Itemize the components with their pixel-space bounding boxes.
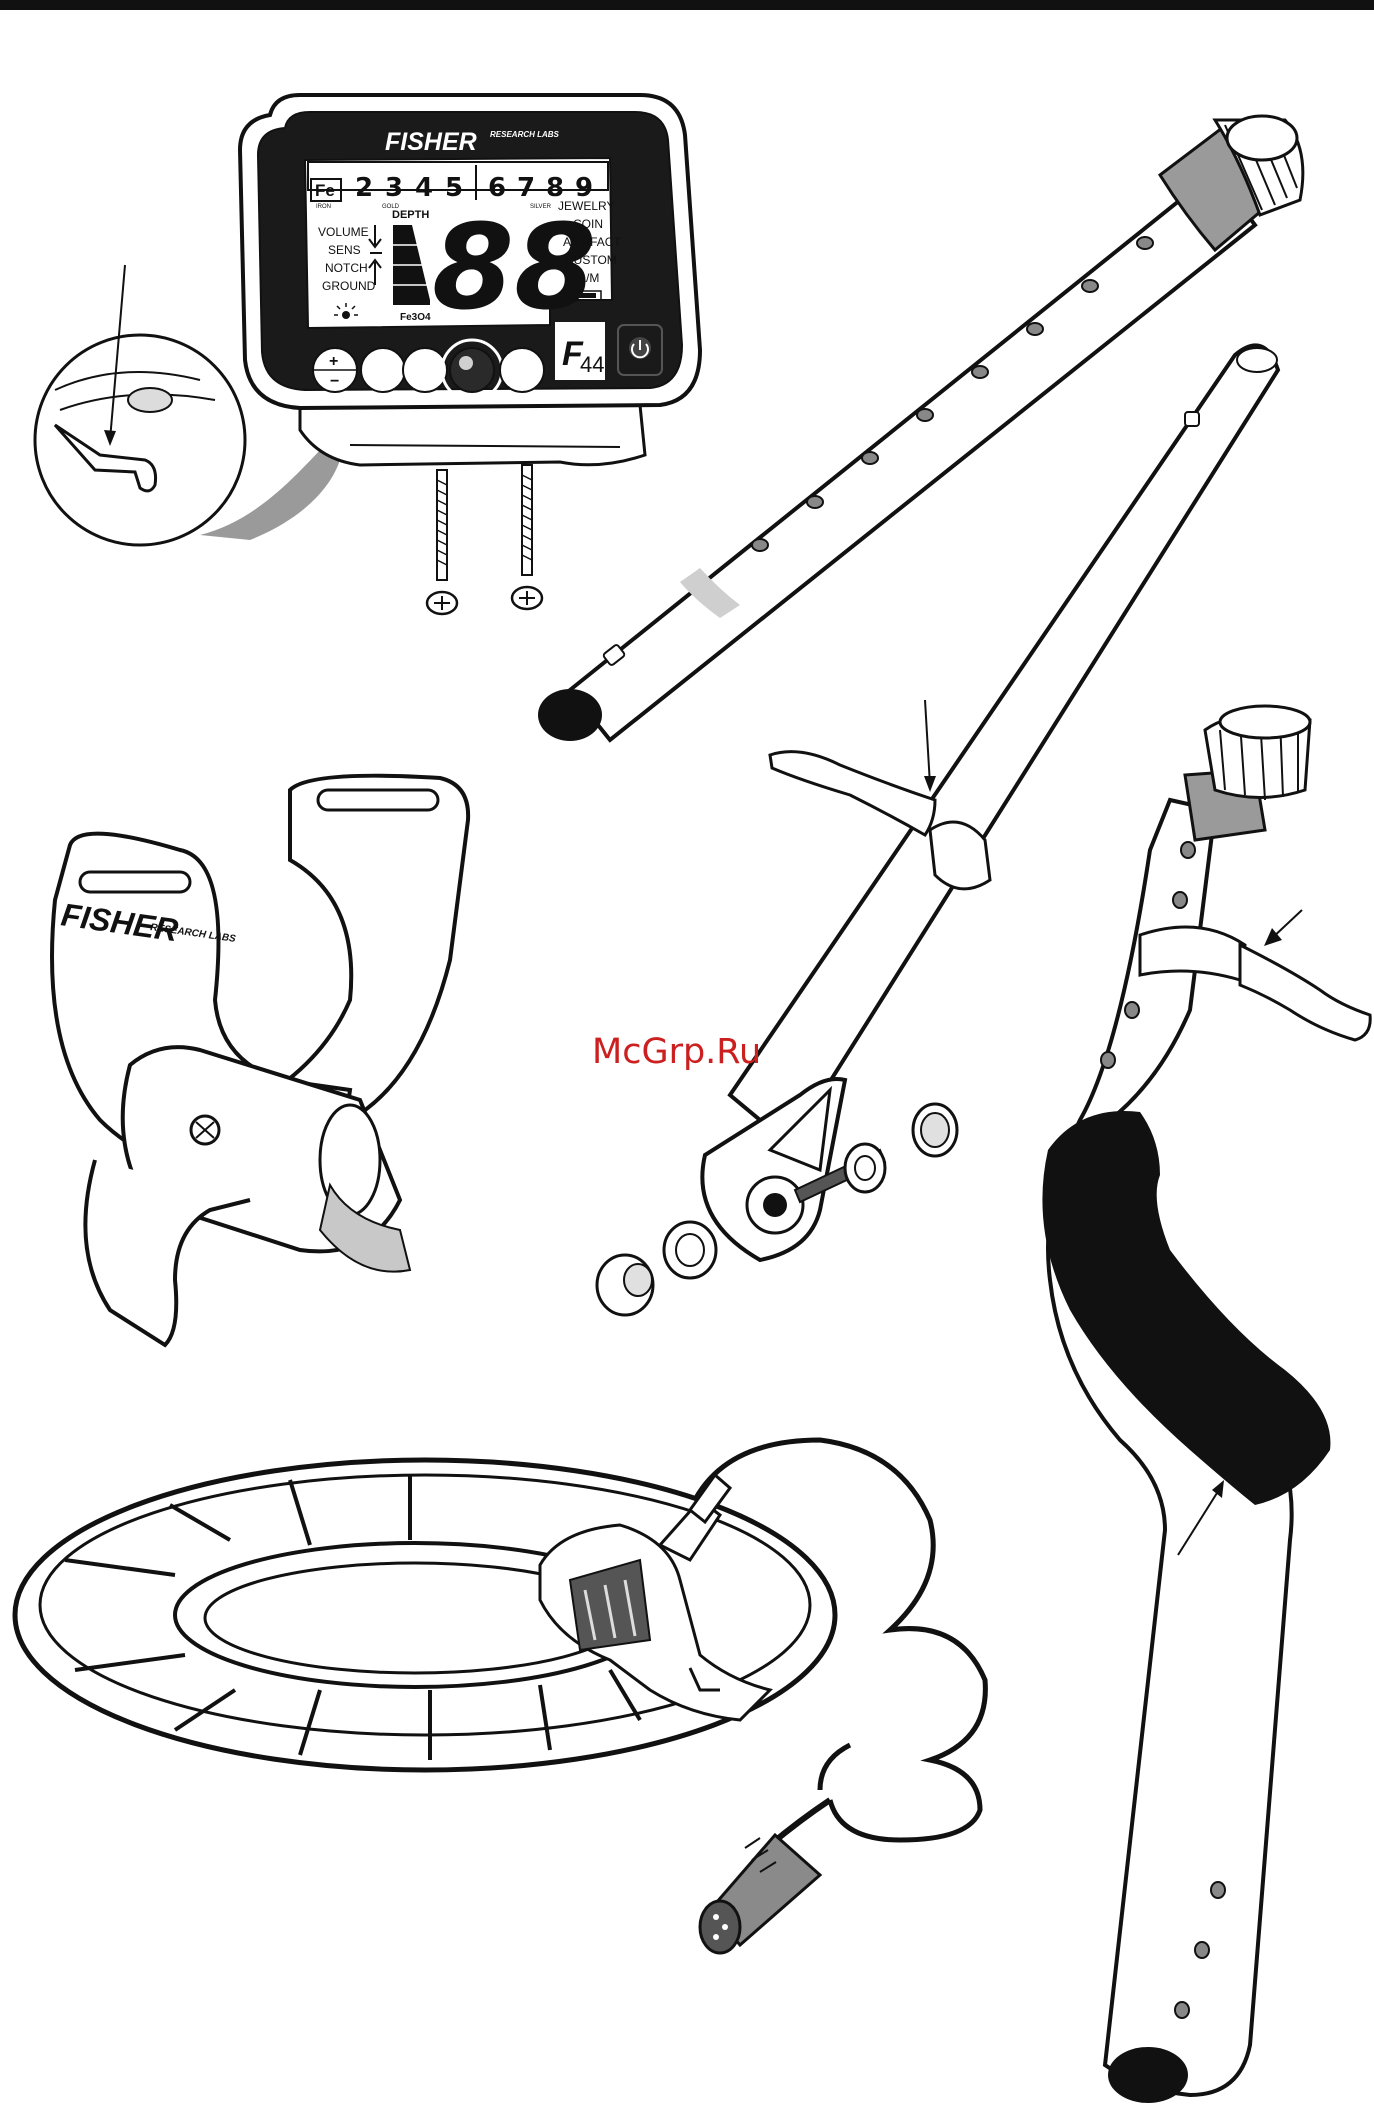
- search-coil: [15, 1440, 985, 1953]
- top-rule: [0, 0, 1374, 10]
- clevis-hole: [763, 1193, 787, 1217]
- plus-label: +: [329, 353, 338, 370]
- rod-strap: [770, 752, 935, 835]
- brand-sub: RESEARCH LABS: [490, 130, 560, 139]
- big-number: 88: [432, 198, 596, 336]
- rod-strap-pointer: [925, 700, 930, 785]
- digit-4: 4: [415, 173, 433, 203]
- s-rod-band: [1140, 927, 1245, 980]
- s-rod: [1042, 706, 1370, 2103]
- center-button[interactable]: [450, 348, 494, 392]
- bolt-knob-face: [921, 1113, 949, 1147]
- connector-pin: [713, 1914, 719, 1920]
- lower-rod-tip: [1237, 348, 1277, 372]
- s-rod-grip: [1042, 1111, 1330, 1505]
- s-rod-strap: [1240, 945, 1370, 1040]
- camlock-top: [1227, 116, 1297, 160]
- brand-logo: FISHER: [385, 128, 477, 156]
- label-custom: CUSTOM: [565, 253, 617, 267]
- label-jewelry: JEWELRY: [558, 199, 614, 213]
- detail-hole: [128, 388, 172, 412]
- battery-level: [576, 293, 596, 298]
- upper-shaft-opening: [538, 689, 602, 741]
- menu-button-3[interactable]: [500, 348, 544, 392]
- s-rod-knob-top: [1220, 706, 1310, 738]
- label-artifact: ARTIFACT: [563, 235, 621, 249]
- bolt-washer-inner: [855, 1156, 875, 1180]
- label-notch: NOTCH: [325, 261, 368, 275]
- label-am: A/M: [578, 271, 599, 285]
- rod-strap-pointer-head: [924, 776, 936, 792]
- connector-pin: [713, 1934, 719, 1940]
- armrest: FISHER RESEARCH LABS: [52, 776, 468, 1345]
- center-button-highlight: [459, 356, 473, 370]
- control-box: FISHER RESEARCH LABS Fe IRON 2 3 4 5 6 7…: [200, 95, 700, 540]
- connector-pin: [722, 1924, 728, 1930]
- lower-rod-button: [1185, 412, 1199, 426]
- label-sens: SENS: [328, 243, 361, 257]
- watermark: McGrp.Ru: [592, 1032, 761, 1072]
- cable-connector-face: [700, 1901, 740, 1953]
- menu-button-1[interactable]: [361, 348, 405, 392]
- iron-label: IRON: [316, 204, 331, 210]
- armrest-slot-back: [318, 790, 438, 810]
- mounting-screws: [427, 465, 542, 614]
- label-volume: VOLUME: [318, 225, 369, 239]
- fe-label: Fe: [315, 181, 335, 200]
- digit-2: 2: [355, 173, 373, 203]
- label-ground: GROUND: [322, 279, 376, 293]
- menu-button-2[interactable]: [403, 348, 447, 392]
- rod-washer-inner: [676, 1234, 704, 1266]
- model-number: 44: [580, 352, 604, 377]
- lower-rod-body: [730, 345, 1278, 1145]
- rod-nut-face: [624, 1264, 652, 1296]
- depth-label: DEPTH: [392, 209, 429, 221]
- minus-label: −: [330, 373, 339, 390]
- armrest-slot-front: [80, 872, 190, 892]
- fe3o4-label: Fe3O4: [400, 312, 431, 323]
- detail-circle: [35, 265, 245, 545]
- digit-3: 3: [385, 173, 403, 203]
- label-coin: COIN: [573, 217, 603, 231]
- mount-bracket: [300, 400, 645, 465]
- s-rod-opening: [1108, 2047, 1188, 2103]
